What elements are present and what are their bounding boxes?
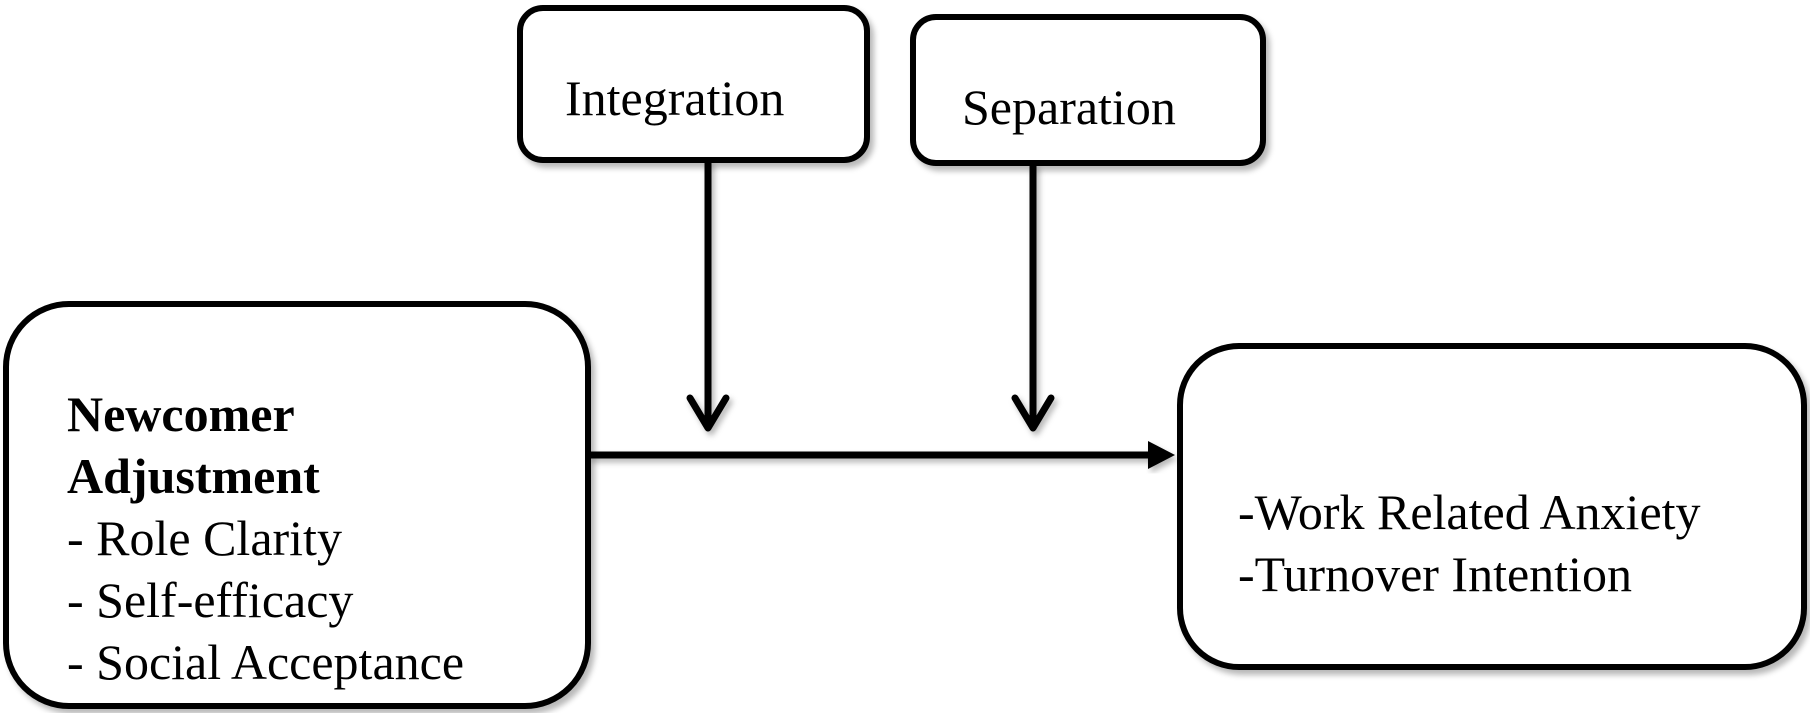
predictor-item-social-acceptance: - Social Acceptance bbox=[67, 634, 465, 690]
predictor-item-self-efficacy: - Self-efficacy bbox=[67, 572, 354, 628]
integration-label: Integration bbox=[565, 70, 785, 126]
newcomer-adjustment-box: Newcomer Adjustment - Role Clarity - Sel… bbox=[3, 301, 591, 709]
main-arrowhead bbox=[1148, 441, 1175, 469]
separation-arrowhead bbox=[1011, 394, 1055, 432]
integration-arrowhead bbox=[686, 394, 730, 432]
separation-label: Separation bbox=[962, 79, 1176, 135]
predictor-item-role-clarity: - Role Clarity bbox=[67, 510, 342, 566]
outcomes-text: -Work Related Anxiety -Turnover Intentio… bbox=[1238, 481, 1701, 605]
predictor-title-line1: Newcomer bbox=[67, 386, 295, 442]
separation-box: Separation bbox=[910, 14, 1266, 166]
integration-box: Integration bbox=[517, 5, 870, 163]
outcome-item-turnover-intention: -Turnover Intention bbox=[1238, 546, 1632, 602]
outcome-item-work-anxiety: -Work Related Anxiety bbox=[1238, 484, 1701, 540]
predictor-title-line2: Adjustment bbox=[67, 448, 320, 504]
newcomer-adjustment-text: Newcomer Adjustment - Role Clarity - Sel… bbox=[67, 383, 464, 693]
outcomes-box: -Work Related Anxiety -Turnover Intentio… bbox=[1177, 343, 1807, 670]
